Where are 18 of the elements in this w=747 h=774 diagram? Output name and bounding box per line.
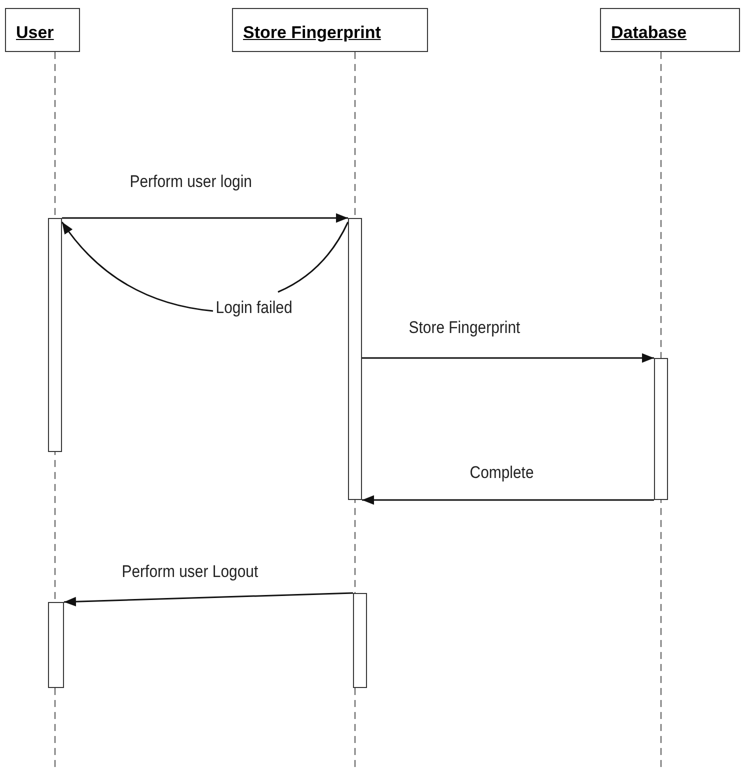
activation-bar	[348, 218, 362, 500]
edge-label: Store Fingerprint	[407, 318, 522, 338]
arrow	[61, 221, 349, 312]
participant-box: User	[5, 8, 80, 52]
participant-box: Database	[600, 8, 740, 52]
arrow	[362, 353, 654, 363]
activation-bar	[654, 358, 668, 500]
edge-label: Perform user login	[128, 172, 254, 192]
participant-box: Store Fingerprint	[232, 8, 428, 52]
arrow	[62, 213, 348, 223]
edge-label: Login failed	[214, 298, 294, 318]
activation-bar	[353, 593, 367, 688]
arrow	[64, 592, 354, 606]
edge-label: Perform user Logout	[120, 562, 260, 582]
arrow	[362, 495, 654, 505]
activation-bar	[48, 602, 64, 688]
edge-label: Complete	[468, 463, 536, 483]
activation-bar	[48, 218, 62, 452]
